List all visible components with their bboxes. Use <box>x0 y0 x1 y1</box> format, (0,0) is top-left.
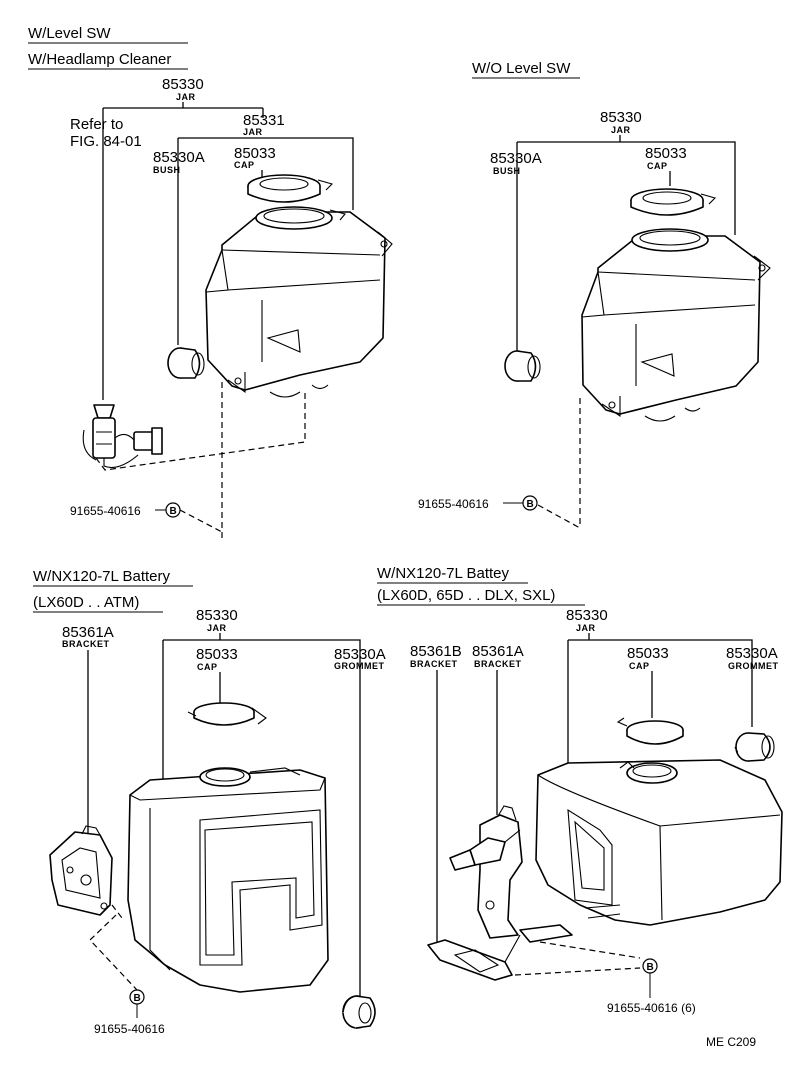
heading-battery: W/NX120-7L Battey <box>377 565 510 582</box>
part-no-cap: 85033 <box>234 145 276 162</box>
bracket-drawing <box>49 825 113 916</box>
cap-drawing <box>187 702 267 726</box>
heading-wo-level-sw: W/O Level SW <box>472 60 571 77</box>
bush-drawing <box>167 347 205 379</box>
part-name-bracket-a: BRACKET <box>474 659 522 669</box>
grommet-drawing <box>734 732 775 762</box>
bolt-b-mark: B <box>129 989 145 1005</box>
washer-tank-drawing <box>205 206 393 398</box>
part-no-bush: 85330A <box>490 150 542 167</box>
washer-tank-drawing <box>535 759 783 926</box>
part-name-bracket: BRACKET <box>62 639 110 649</box>
part-no-bracket-a: 85361A <box>472 643 524 660</box>
part-name-jar-2: JAR <box>243 127 263 137</box>
cap-drawing <box>630 188 717 216</box>
part-no-grommet: 85330A <box>334 646 386 663</box>
part-name-cap: CAP <box>647 161 668 171</box>
section-top-right: W/O Level SW 85330 JAR 85330A BUSH 85033… <box>418 60 771 529</box>
cap-drawing <box>247 174 334 203</box>
part-name-cap: CAP <box>629 661 650 671</box>
washer-tank-drawing <box>127 767 329 993</box>
heading-headlamp-cleaner: W/Headlamp Cleaner <box>28 51 171 68</box>
figure-code: ME C209 <box>706 1035 756 1049</box>
bolt-b-mark: B <box>642 958 658 974</box>
part-name-jar: JAR <box>611 125 631 135</box>
svg-text:B: B <box>527 499 534 510</box>
section-top-left: W/Level SW W/Headlamp Cleaner 85330 JAR … <box>28 25 393 540</box>
grommet-drawing <box>342 995 376 1029</box>
svg-text:B: B <box>170 506 177 517</box>
part-name-grommet: GROMMET <box>728 661 779 671</box>
part-no-jar-85330: 85330 <box>162 76 204 93</box>
part-no-cap: 85033 <box>645 145 687 162</box>
level-switch-drawing <box>82 404 163 469</box>
part-name-bush: BUSH <box>153 165 181 175</box>
bolt-part-no: 91655-40616 <box>70 504 141 518</box>
svg-text:B: B <box>134 993 141 1004</box>
part-name-jar: JAR <box>176 92 196 102</box>
svg-text:B: B <box>647 962 654 973</box>
part-name-cap: CAP <box>234 160 255 170</box>
part-no-jar-85331: 85331 <box>243 112 285 129</box>
part-no-jar: 85330 <box>196 607 238 624</box>
part-no-bracket: 85361A <box>62 624 114 641</box>
bolt-part-no: 91655-40616 (6) <box>607 1001 696 1015</box>
part-no-cap: 85033 <box>627 645 669 662</box>
part-name-jar: JAR <box>207 623 227 633</box>
part-no-cap: 85033 <box>196 646 238 663</box>
bolt-part-no: 91655-40616 <box>418 497 489 511</box>
part-no-grommet: 85330A <box>726 645 778 662</box>
part-no-bracket-b: 85361B <box>410 643 462 660</box>
cap-drawing <box>616 717 684 745</box>
bracket-b-drawing <box>427 924 573 981</box>
section-bottom-left: W/NX120-7L Battery (LX60D . . ATM) 85330… <box>33 568 386 1036</box>
washer-tank-drawing <box>581 228 771 422</box>
part-name-bush: BUSH <box>493 166 521 176</box>
bolt-part-no: 91655-40616 <box>94 1022 165 1036</box>
heading-model: (LX60D, 65D . . DLX, SXL) <box>377 587 555 604</box>
section-bottom-right: W/NX120-7L Battey (LX60D, 65D . . DLX, S… <box>377 565 783 1015</box>
part-no-bush: 85330A <box>153 149 205 166</box>
part-name-bracket-b: BRACKET <box>410 659 458 669</box>
heading-battery: W/NX120-7L Battery <box>33 568 170 585</box>
bush-drawing <box>504 350 541 382</box>
part-name-cap: CAP <box>197 662 218 672</box>
part-name-jar: JAR <box>576 623 596 633</box>
part-no-jar: 85330 <box>600 109 642 126</box>
bolt-b-mark: B <box>165 502 181 518</box>
part-name-grommet: GROMMET <box>334 661 385 671</box>
refer-text-line1: Refer to <box>70 116 123 133</box>
refer-text-line2: FIG. 84-01 <box>70 133 142 150</box>
bolt-b-mark: B <box>522 495 538 511</box>
heading-model: (LX60D . . ATM) <box>33 594 139 611</box>
part-no-jar: 85330 <box>566 607 608 624</box>
bracket-a-drawing <box>449 805 523 939</box>
heading-level-sw: W/Level SW <box>28 25 111 42</box>
